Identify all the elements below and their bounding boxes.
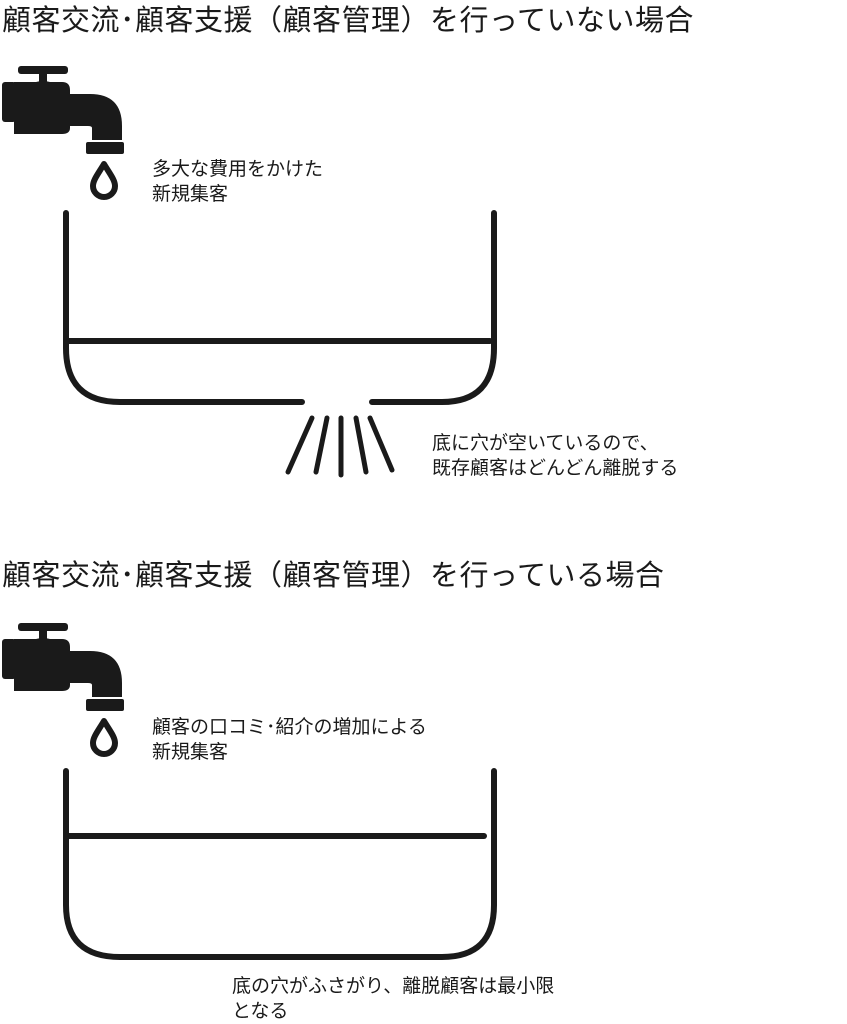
panel-without-customer-management: 顧客交流･顧客支援（顧客管理）を行っていない場合 多大な費用 <box>2 3 695 481</box>
inflow-note: 顧客の口コミ･紹介の増加による 新規集客 <box>152 715 427 765</box>
water-drop-icon <box>90 161 118 200</box>
sealed-bucket-illustration <box>2 623 497 960</box>
inflow-note-line: 新規集客 <box>152 741 229 763</box>
leak-streams-icon <box>285 415 395 478</box>
leaking-bucket-illustration <box>2 66 497 478</box>
inflow-note: 多大な費用をかけた 新規集客 <box>152 157 323 207</box>
inflow-note-line: 多大な費用をかけた <box>152 158 324 180</box>
outflow-note: 底に穴が空いているので、 既存顧客はどんどん離脱する <box>432 431 678 481</box>
bucket-icon <box>63 768 497 960</box>
panel-with-customer-management: 顧客交流･顧客支援（顧客管理）を行っている場合 顧客の口コミ･紹介の増加による … <box>0 555 847 1024</box>
outflow-note: 底の穴がふさがり、離脱顧客は最小限 となる <box>232 974 554 1024</box>
panel-title: 顧客交流･顧客支援（顧客管理）を行っていない場合 <box>2 3 695 37</box>
panel-title: 顧客交流･顧客支援（顧客管理）を行っている場合 <box>2 558 665 592</box>
outflow-note-line: 底の穴がふさがり、離脱顧客は最小限 <box>232 975 555 997</box>
faucet-icon <box>2 623 124 711</box>
inflow-note-line: 新規集客 <box>152 183 229 205</box>
outflow-note-line: 既存顧客はどんどん離脱する <box>432 457 679 479</box>
inflow-note-line: 顧客の口コミ･紹介の増加による <box>152 716 427 738</box>
bucket-icon <box>63 210 497 405</box>
outflow-note-line: 底に穴が空いているので、 <box>432 432 659 454</box>
outflow-note-line: となる <box>232 1000 289 1022</box>
faucet-icon <box>2 66 124 154</box>
water-drop-icon <box>90 718 118 757</box>
